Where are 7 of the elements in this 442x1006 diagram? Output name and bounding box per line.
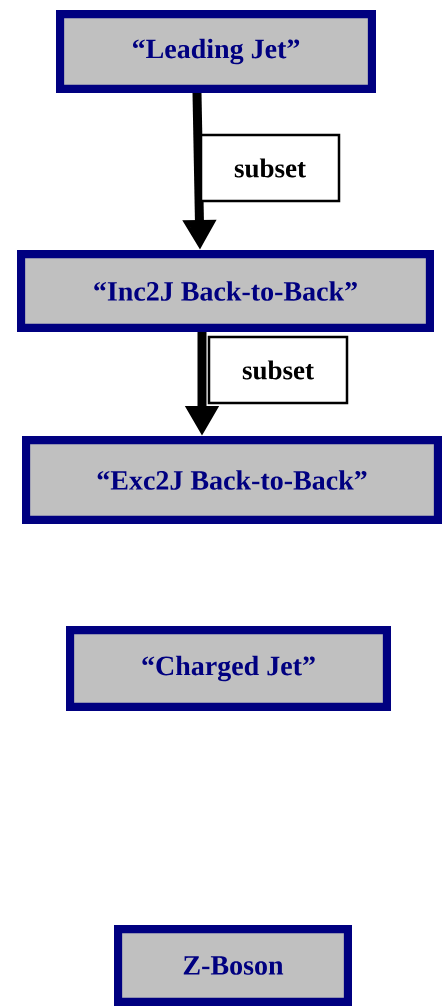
process-box: “Charged Jet” bbox=[66, 626, 391, 711]
process-box: Z-Boson bbox=[114, 925, 352, 1006]
process-box: “Exc2J Back-to-Back” bbox=[22, 436, 442, 524]
process-box: “Inc2J Back-to-Back” bbox=[17, 250, 434, 332]
edge-label: subset bbox=[207, 335, 349, 405]
edge-label: subset bbox=[199, 133, 341, 203]
process-box: “Leading Jet” bbox=[56, 10, 376, 93]
